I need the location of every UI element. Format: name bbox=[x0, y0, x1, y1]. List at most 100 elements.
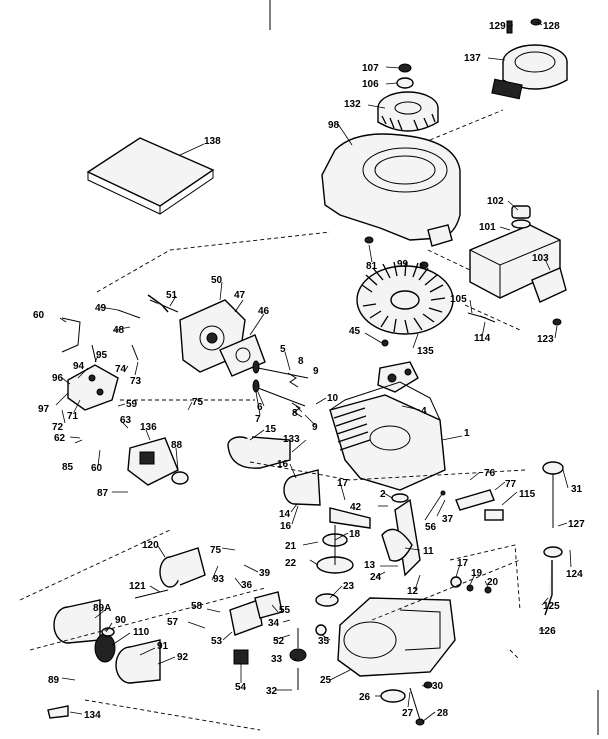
callout-97: 97 bbox=[38, 404, 50, 415]
callout-31: 31 bbox=[571, 484, 583, 495]
shroud-tag bbox=[47, 705, 69, 719]
callout-132: 132 bbox=[344, 99, 361, 110]
callout-16: 16 bbox=[280, 521, 292, 532]
callout-133: 133 bbox=[283, 434, 300, 445]
connecting-rod bbox=[322, 507, 371, 547]
callout-4: 4 bbox=[421, 406, 427, 417]
callout-9: 9 bbox=[312, 422, 318, 433]
callout-30: 30 bbox=[432, 681, 444, 692]
callout-47: 47 bbox=[234, 290, 246, 301]
callout-90: 90 bbox=[115, 615, 127, 626]
dashed-reference-lines bbox=[19, 109, 526, 731]
governor-parts bbox=[289, 624, 327, 662]
callout-137: 137 bbox=[464, 53, 481, 64]
callout-89a: 89A bbox=[93, 603, 111, 614]
callout-10: 10 bbox=[327, 393, 339, 404]
flywheel-fins bbox=[361, 261, 446, 334]
callout-11: 11 bbox=[423, 546, 434, 557]
callout-33: 33 bbox=[271, 654, 283, 665]
callout-50: 50 bbox=[211, 275, 223, 286]
callout-7: 7 bbox=[255, 414, 261, 425]
callout-73: 73 bbox=[130, 376, 142, 387]
callout-95: 95 bbox=[96, 350, 108, 361]
callout-85: 85 bbox=[62, 462, 74, 473]
callout-20: 20 bbox=[487, 577, 499, 588]
callout-101: 101 bbox=[479, 222, 496, 233]
callout-2: 2 bbox=[380, 489, 386, 500]
callout-99: 99 bbox=[397, 259, 409, 270]
air-filter-foam bbox=[115, 639, 161, 684]
choke-link bbox=[61, 317, 81, 353]
callout-128: 128 bbox=[543, 21, 560, 32]
callout-103: 103 bbox=[532, 253, 549, 264]
callout-87: 87 bbox=[97, 488, 109, 499]
callout-48: 48 bbox=[113, 325, 125, 336]
callout-35: 35 bbox=[318, 636, 330, 647]
callout-22: 22 bbox=[285, 558, 297, 569]
callout-51: 51 bbox=[166, 290, 178, 301]
cam-gear bbox=[316, 525, 354, 574]
callout-60: 60 bbox=[91, 463, 103, 474]
repair-manual-book bbox=[86, 137, 215, 215]
callout-27: 27 bbox=[402, 708, 414, 719]
fuel-tank bbox=[469, 205, 567, 303]
callout-32: 32 bbox=[266, 686, 278, 697]
callout-134: 134 bbox=[84, 710, 101, 721]
air-cleaner-screw bbox=[134, 589, 169, 599]
blower-housing bbox=[321, 133, 461, 247]
callout-110: 110 bbox=[133, 627, 150, 638]
callout-91: 91 bbox=[157, 641, 169, 652]
callout-37: 37 bbox=[442, 514, 454, 525]
callout-58: 58 bbox=[191, 601, 203, 612]
callout-9-top: 9 bbox=[313, 366, 319, 377]
callout-leaders bbox=[55, 21, 572, 723]
callout-53: 53 bbox=[211, 636, 223, 647]
callout-36: 36 bbox=[241, 580, 253, 591]
callout-labels: 129 128 137 107 106 132 98 138 102 101 1… bbox=[33, 21, 585, 721]
screen-rotating bbox=[377, 91, 439, 132]
callout-129: 129 bbox=[489, 21, 506, 32]
callout-63: 63 bbox=[120, 415, 132, 426]
muffler bbox=[283, 469, 321, 506]
starter-bolts bbox=[506, 18, 542, 34]
callout-21: 21 bbox=[285, 541, 297, 552]
callout-92: 92 bbox=[177, 652, 189, 663]
callout-125: 125 bbox=[543, 601, 560, 612]
callout-5: 5 bbox=[280, 344, 286, 355]
callout-6: 6 bbox=[257, 402, 263, 413]
oil-seal bbox=[315, 593, 339, 607]
callout-26: 26 bbox=[359, 692, 371, 703]
seal-ring bbox=[171, 471, 189, 485]
callout-98: 98 bbox=[328, 120, 340, 131]
callout-12: 12 bbox=[407, 586, 419, 597]
callout-138: 138 bbox=[204, 136, 221, 147]
callout-49: 49 bbox=[95, 303, 107, 314]
callout-93: 93 bbox=[213, 574, 225, 585]
callout-34: 34 bbox=[268, 618, 280, 629]
callout-81: 81 bbox=[366, 261, 378, 272]
callout-88: 88 bbox=[171, 440, 183, 451]
callout-24: 24 bbox=[370, 572, 382, 583]
callout-17-top: 17 bbox=[337, 478, 349, 489]
callout-23: 23 bbox=[343, 581, 355, 592]
callout-42: 42 bbox=[350, 502, 362, 513]
carb-assembly-136 bbox=[127, 437, 179, 486]
callout-28: 28 bbox=[437, 708, 449, 719]
control-spring bbox=[91, 344, 97, 363]
cylinder-block bbox=[329, 381, 446, 491]
callout-60-top: 60 bbox=[33, 310, 45, 321]
callout-72: 72 bbox=[52, 422, 64, 433]
callout-56: 56 bbox=[425, 522, 437, 533]
fuel-pump bbox=[229, 591, 283, 665]
callout-13: 13 bbox=[364, 560, 376, 571]
air-filter-screen bbox=[94, 633, 116, 663]
callout-94: 94 bbox=[73, 361, 85, 372]
callout-57: 57 bbox=[167, 617, 179, 628]
intake-elbow bbox=[227, 436, 291, 469]
callout-115: 115 bbox=[519, 489, 536, 500]
control-spring-2 bbox=[131, 344, 139, 361]
callout-106: 106 bbox=[362, 79, 379, 90]
callout-1: 1 bbox=[464, 428, 470, 439]
callout-120: 120 bbox=[142, 540, 159, 551]
